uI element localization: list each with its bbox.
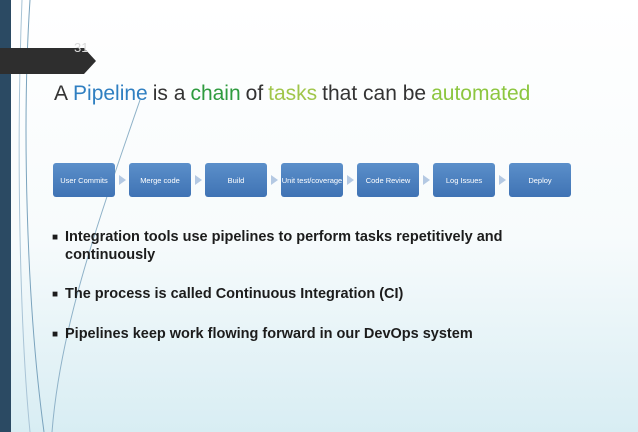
pipeline-arrow-icon (119, 175, 126, 185)
title-word: is a (152, 82, 186, 105)
bullet-text: Pipelines keep work flowing forward in o… (65, 326, 473, 342)
bullet-square-icon: ■ (52, 289, 59, 300)
bullet-item: ■ Integration tools use pipelines to per… (52, 228, 552, 264)
pipeline-diagram: User Commits Merge code Build Unit test/… (53, 163, 571, 197)
pipeline-arrow-icon (195, 175, 202, 185)
title-word: that can be (322, 82, 427, 105)
bullet-item: ■ The process is called Continuous Integ… (52, 285, 403, 304)
title-word: of (245, 82, 264, 105)
slide-number: 31 (74, 40, 89, 55)
pipeline-arrow-icon (347, 175, 354, 185)
title-word-tasks: tasks (268, 82, 318, 105)
pipeline-arrow-icon (499, 175, 506, 185)
pipeline-arrow-icon (423, 175, 430, 185)
bullet-square-icon: ■ (52, 329, 59, 340)
slide-number-tag (0, 48, 96, 74)
title-word: A (54, 82, 69, 105)
pipeline-arrow-icon (271, 175, 278, 185)
pipeline-step-build: Build (205, 163, 267, 197)
title-word-chain: chain (190, 82, 241, 105)
pipeline-step-deploy: Deploy (509, 163, 571, 197)
pipeline-step-code-review: Code Review (357, 163, 419, 197)
pipeline-step-merge-code: Merge code (129, 163, 191, 197)
pipeline-step-user-commits: User Commits (53, 163, 115, 197)
pipeline-step-log-issues: Log Issues (433, 163, 495, 197)
title-word-automated: automated (431, 82, 531, 105)
pipeline-step-unit-test: Unit test/coverage (281, 163, 343, 197)
bullet-square-icon: ■ (52, 232, 59, 243)
bullet-text: The process is called Continuous Integra… (65, 286, 404, 302)
left-accent-bar (0, 0, 11, 432)
bullet-text: Integration tools use pipelines to perfo… (65, 229, 503, 263)
title-word-pipeline: Pipeline (73, 82, 148, 105)
bullet-item: ■ Pipelines keep work flowing forward in… (52, 325, 473, 344)
